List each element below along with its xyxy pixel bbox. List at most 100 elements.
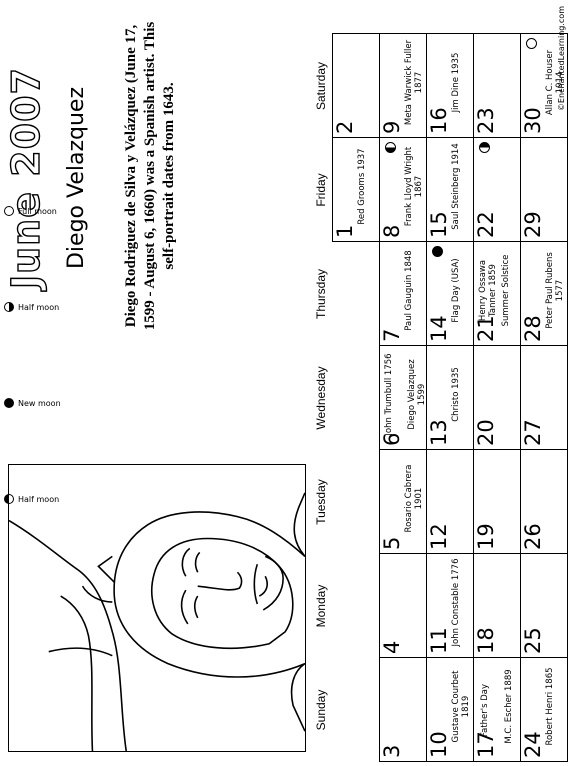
legend-item: Half moon	[4, 494, 59, 504]
day-cell-18: 18	[473, 553, 521, 658]
last-quarter-icon	[4, 494, 14, 504]
weekday-thursday: Thursday	[314, 268, 328, 320]
day-number: 24	[521, 731, 545, 758]
day-number: 30	[521, 107, 545, 134]
day-number: 1	[333, 224, 357, 238]
day-number: 29	[521, 211, 545, 238]
first-quarter-icon	[4, 302, 14, 312]
day-number: 15	[427, 211, 451, 238]
day-cell-23: 23	[473, 33, 521, 138]
day-number: 3	[380, 744, 404, 758]
day-cell-20: 20	[473, 345, 521, 450]
weekday-friday: Friday	[314, 173, 328, 207]
day-number: 22	[474, 211, 498, 238]
credit-line: ©EnchantedLearning.com	[557, 6, 566, 112]
legend-item: Full moon	[4, 206, 57, 216]
day-number: 23	[474, 107, 498, 134]
day-event: John Trumbull 1756	[384, 353, 394, 436]
day-cell-2: 2	[332, 33, 380, 138]
day-number: 19	[474, 523, 498, 550]
day-number: 25	[521, 627, 545, 654]
day-cell-3: 3	[379, 657, 427, 762]
page-title: June 2007	[3, 66, 48, 290]
weekday-monday: Monday	[314, 584, 328, 628]
artist-name: Diego Velazquez	[64, 87, 89, 270]
day-number: 26	[521, 523, 545, 550]
first-quarter-icon	[479, 142, 490, 153]
day-cell-29: 29	[520, 137, 568, 242]
day-event: Father's Day	[480, 683, 490, 737]
last-quarter-icon	[385, 142, 396, 153]
self-portrait-drawing	[8, 492, 306, 752]
day-number: 9	[380, 120, 404, 134]
full-moon-icon	[4, 206, 14, 216]
legend-label: Half moon	[18, 494, 60, 504]
day-number: 4	[380, 640, 404, 654]
day-cell-26: 26	[520, 449, 568, 554]
day-event: Frank Lloyd Wright 1867	[404, 146, 424, 227]
day-event: Paul Gauguin 1848	[404, 250, 414, 331]
day-event: Red Grooms 1937	[357, 148, 367, 225]
day-number: 12	[427, 523, 451, 550]
day-number: 20	[474, 419, 498, 446]
day-event: Meta Warwick Fuller 1877	[404, 39, 424, 126]
day-cell-25: 25	[520, 553, 568, 658]
day-event: John Constable 1776	[451, 558, 461, 647]
artist-bio: Diego Rodriguez de Silva y Velázquez (Ju…	[123, 21, 177, 331]
day-number: 18	[474, 627, 498, 654]
weekday-tuesday: Tuesday	[314, 479, 328, 525]
day-number: 16	[427, 107, 451, 134]
day-number: 28	[521, 315, 545, 342]
new-moon-icon	[4, 398, 14, 408]
day-cell-12: 12	[426, 449, 474, 554]
day-event: Diego Velazquez 1599	[407, 359, 427, 430]
day-number: 2	[333, 120, 357, 134]
day-event: M.C. Escher 1889	[504, 669, 514, 744]
day-event: Gustave Courbet 1819	[451, 670, 471, 743]
day-event: Flag Day (USA)	[451, 258, 461, 323]
day-cell-19: 19	[473, 449, 521, 554]
legend-label: Full moon	[18, 206, 57, 216]
full-moon-icon	[526, 38, 537, 49]
legend-label: Half moon	[18, 302, 60, 312]
day-event: Christo 1935	[451, 367, 461, 422]
legend-item: New moon	[4, 398, 61, 408]
day-number: 11	[427, 627, 451, 654]
day-event: Henry Ossawa Tanner 1859	[478, 259, 498, 322]
day-event: Robert Henri 1865	[545, 667, 555, 746]
day-cell-4: 4	[379, 553, 427, 658]
day-cell-22: 22	[473, 137, 521, 242]
portrait-frame	[8, 464, 306, 752]
day-event: Saul Steinberg 1914	[451, 143, 461, 230]
day-number: 7	[380, 328, 404, 342]
weekday-saturday: Saturday	[314, 61, 328, 111]
day-event: Peter Paul Rubens 1577	[545, 252, 565, 329]
day-event: Rosario Cabrera 1901	[404, 464, 424, 533]
legend-label: New moon	[18, 398, 61, 408]
day-cell-27: 27	[520, 345, 568, 450]
day-number: 10	[427, 731, 451, 758]
weekday-wednesday: Wednesday	[314, 366, 328, 430]
new-moon-icon	[432, 246, 443, 257]
day-number: 14	[427, 315, 451, 342]
legend-item: Half moon	[4, 302, 59, 312]
day-number: 8	[380, 224, 404, 238]
day-event: Jim Dine 1935	[451, 52, 461, 113]
